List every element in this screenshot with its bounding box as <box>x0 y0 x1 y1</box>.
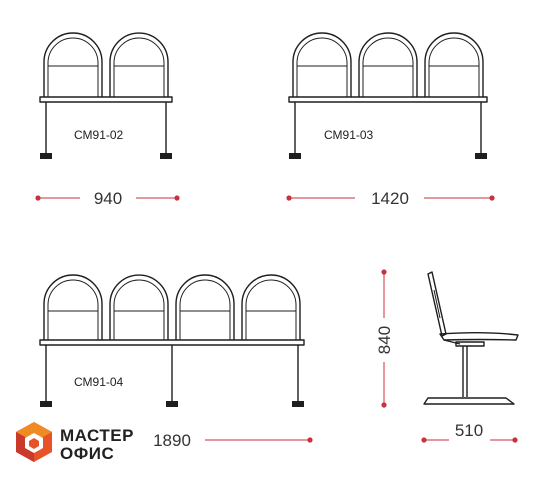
dimension-height: 840 <box>375 269 394 408</box>
bench-foot <box>160 153 172 159</box>
side-view-seat <box>423 271 519 405</box>
brand-mark-icon <box>16 422 52 462</box>
dimension-width-4: 1890 <box>153 431 313 450</box>
bench-beam <box>39 339 305 346</box>
model-label-cm91-04: СМ91-04 <box>74 375 124 389</box>
dimension-value-840: 840 <box>375 326 394 354</box>
seat-back <box>109 274 169 340</box>
seat-back <box>175 274 235 340</box>
seat-back <box>43 274 103 340</box>
bench-cm91-04: СМ91-04 <box>39 274 305 407</box>
model-label-cm91-03: СМ91-03 <box>324 128 374 142</box>
dimension-value-510: 510 <box>455 421 483 440</box>
bench-beam <box>39 96 173 103</box>
brand-name-line2: ОФИС <box>60 444 114 463</box>
bench-foot <box>289 153 301 159</box>
brand-logo: МАСТЕР ОФИС <box>16 422 134 463</box>
bench-beam <box>288 96 488 103</box>
seat-back <box>109 32 169 97</box>
bench-foot <box>166 401 178 407</box>
dimension-width-2: 940 <box>35 189 180 208</box>
seat-back <box>358 32 418 97</box>
bench-foot <box>292 401 304 407</box>
bench-cm91-03: СМ91-03 <box>288 32 488 159</box>
dimension-value-1420: 1420 <box>371 189 409 208</box>
dimension-depth: 510 <box>421 421 518 443</box>
brand-name-line1: МАСТЕР <box>60 426 134 445</box>
bench-foot <box>40 153 52 159</box>
seat-base <box>423 397 515 405</box>
dimension-width-3: 1420 <box>286 189 495 208</box>
seat-back <box>292 32 352 97</box>
seat-back <box>241 274 301 340</box>
seat-back <box>424 32 484 97</box>
bench-foot <box>40 401 52 407</box>
seat-cushion <box>439 332 519 341</box>
model-label-cm91-02: СМ91-02 <box>74 128 124 142</box>
bench-foot <box>475 153 487 159</box>
bench-cm91-02: СМ91-02 <box>39 32 173 159</box>
seat-back <box>43 32 103 97</box>
dimension-value-940: 940 <box>94 189 122 208</box>
seat-bracket <box>455 341 485 347</box>
dimension-value-1890: 1890 <box>153 431 191 450</box>
